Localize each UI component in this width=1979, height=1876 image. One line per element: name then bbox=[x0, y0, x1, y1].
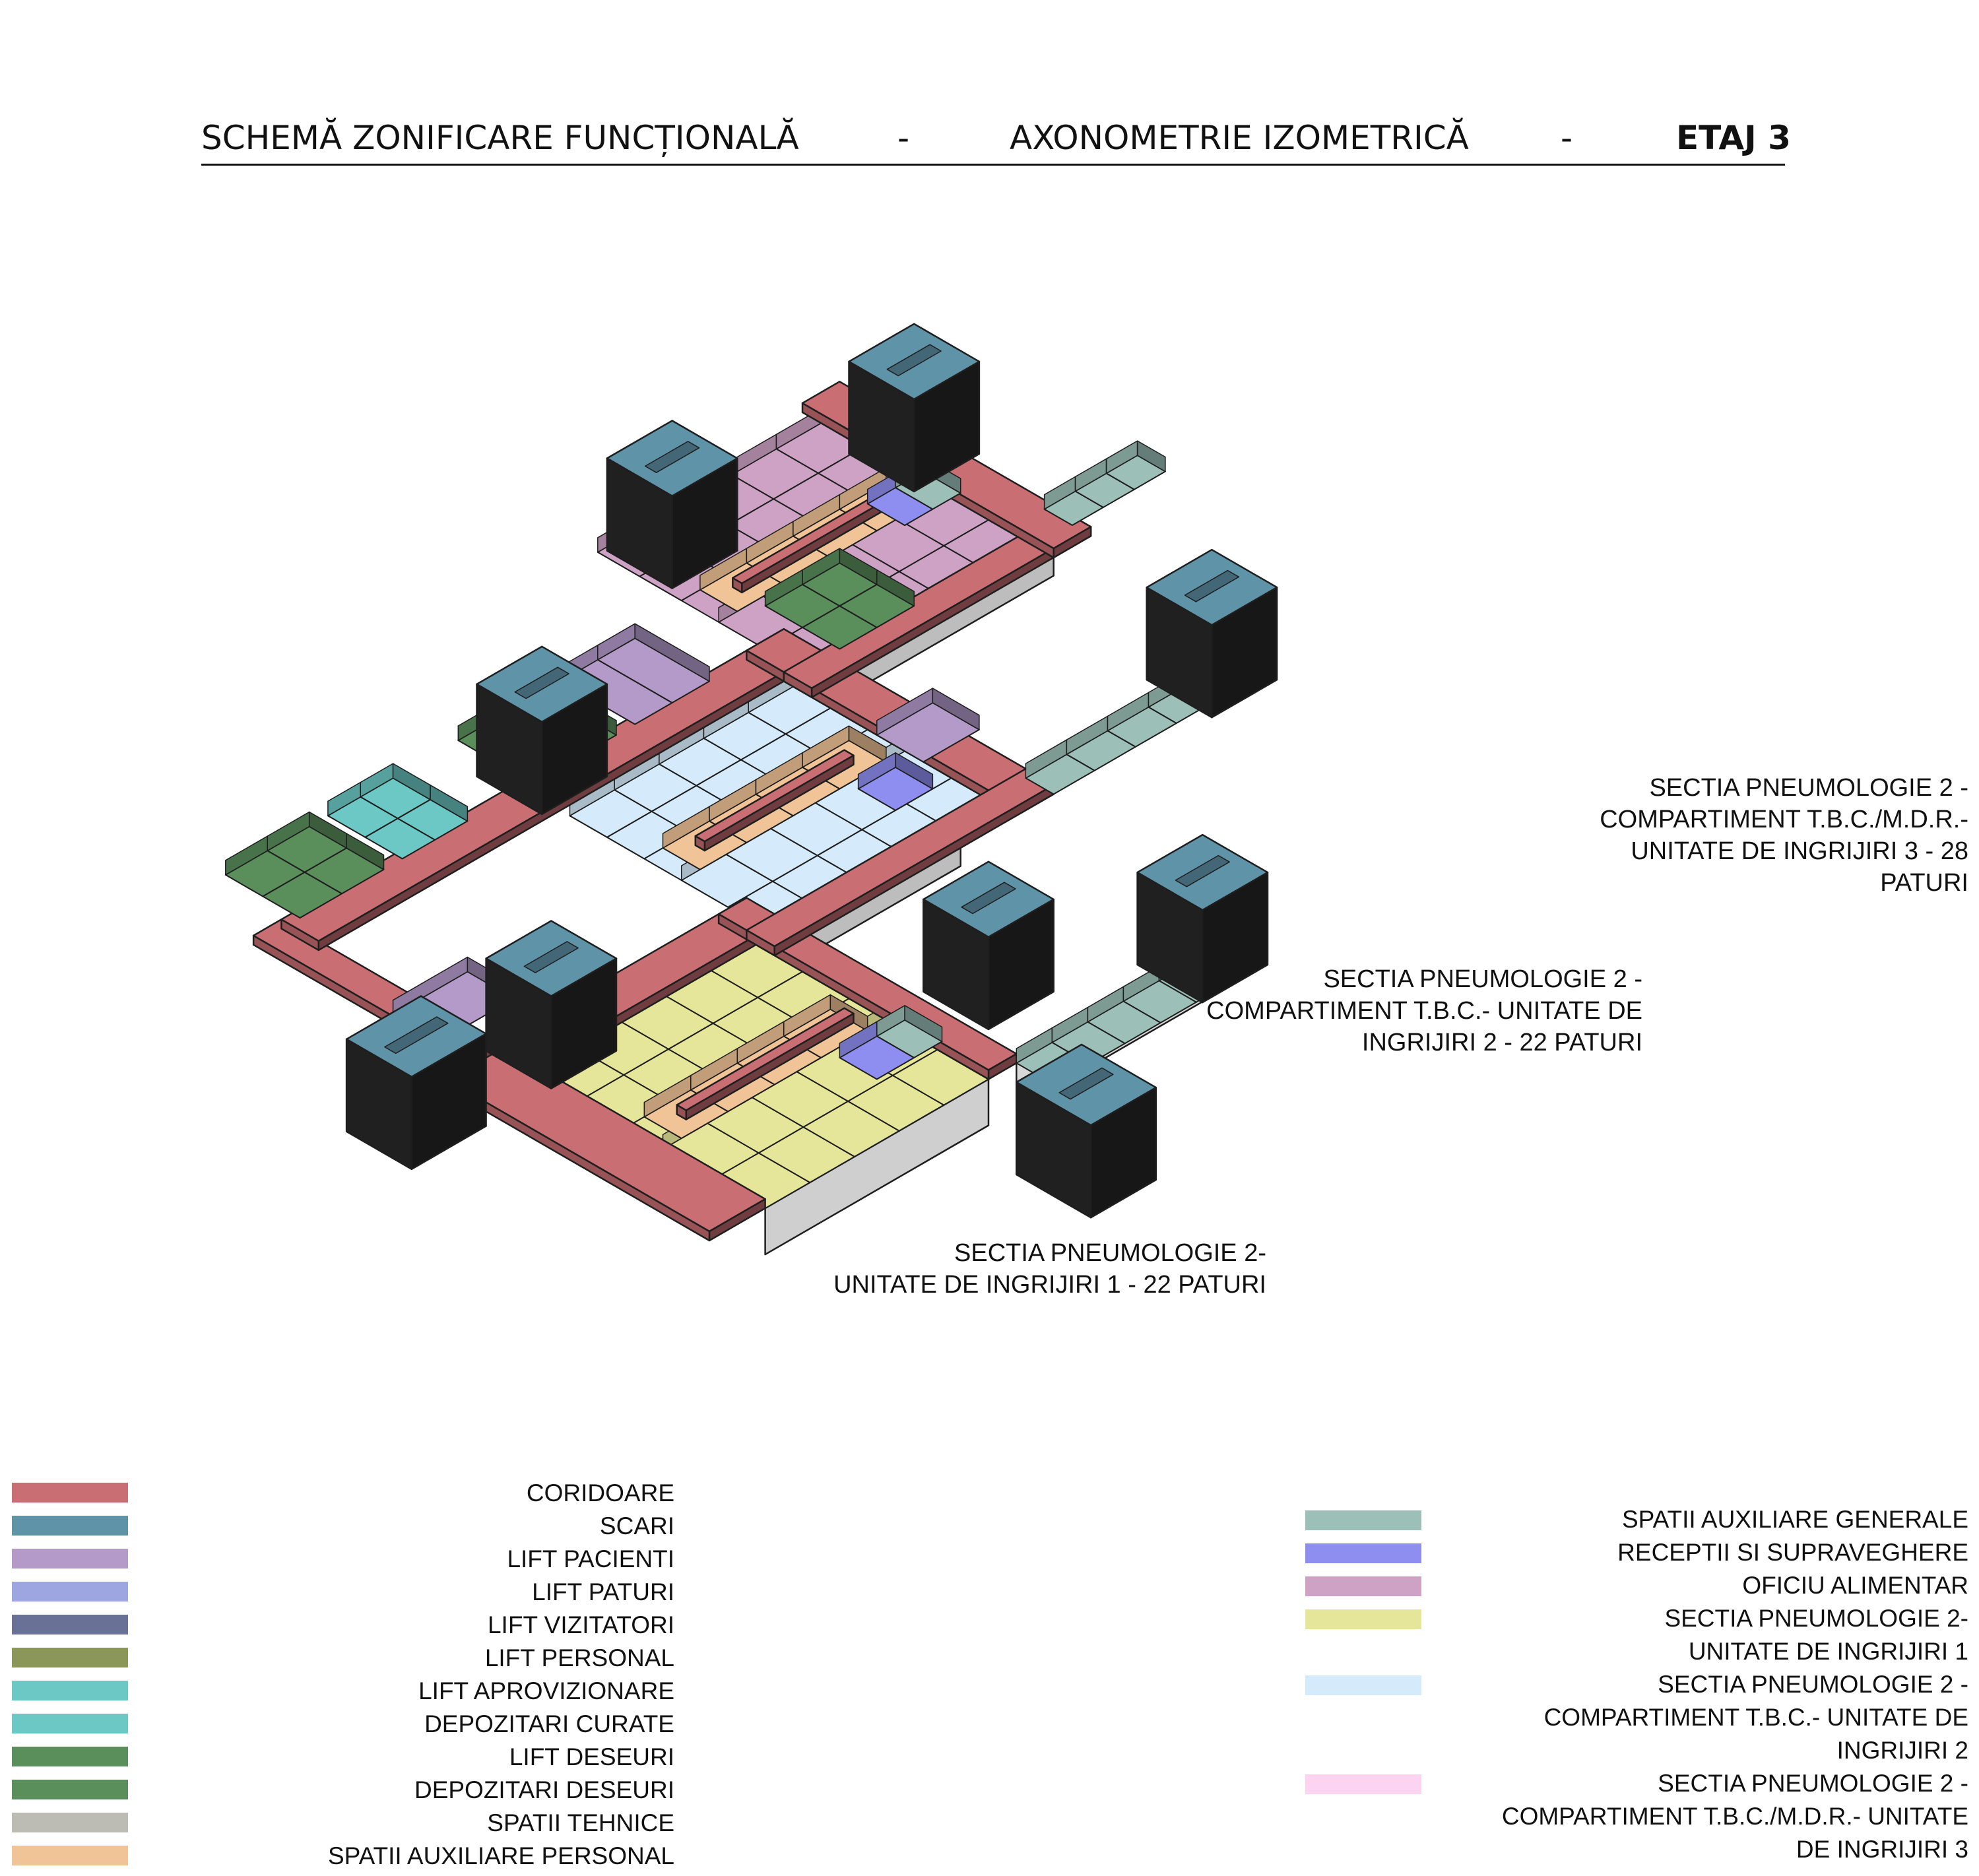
legend-swatch bbox=[12, 1747, 128, 1766]
legend-label: COMPARTIMENT T.B.C.- UNITATE DE bbox=[1543, 1704, 1968, 1731]
legend-swatch bbox=[12, 1648, 128, 1667]
stair-tower-flight bbox=[384, 1016, 449, 1054]
general-aux-room-side-wall bbox=[904, 1005, 943, 1043]
stair-tower-flight bbox=[961, 882, 1016, 915]
legend-label: LIFT PERSONAL bbox=[484, 1644, 674, 1671]
floor-plan-axonometry bbox=[224, 323, 1278, 1256]
legend-label: SECTIA PNEUMOLOGIE 2 - bbox=[1658, 1671, 1968, 1698]
legend-label: SPATII TEHNICE bbox=[487, 1809, 674, 1836]
title-part-1: SCHEMĂ ZONIFICARE FUNCȚIONALĂ bbox=[201, 119, 799, 157]
legend-swatch bbox=[1305, 1774, 1421, 1794]
legend-label: DE INGRIJIRI 3 bbox=[1796, 1836, 1968, 1863]
staff-aux-room-side-wall bbox=[848, 725, 887, 763]
legend-label: UNITATE DE INGRIJIRI 1 bbox=[1688, 1638, 1968, 1665]
title-separator-1: - bbox=[897, 119, 910, 157]
patient-lift-room-side-wall bbox=[634, 623, 710, 682]
stair-tower-flight bbox=[886, 344, 942, 377]
stair-tower-flight bbox=[1184, 569, 1240, 602]
legend-label: OFICIU ALIMENTAR bbox=[1742, 1572, 1968, 1599]
legend-label: COMPARTIMENT T.B.C./M.D.R.- UNITATE bbox=[1501, 1803, 1968, 1830]
legend-label: SECTIA PNEUMOLOGIE 2 - bbox=[1658, 1770, 1968, 1797]
legend-swatch bbox=[12, 1813, 128, 1832]
clean-storage-room-side-wall bbox=[392, 763, 431, 800]
waste-room-side-wall bbox=[308, 811, 347, 849]
legend-swatch bbox=[1305, 1510, 1421, 1530]
waste-room-side-wall bbox=[839, 548, 878, 585]
legend-label: RECEPTII SI SUPRAVEGHERE bbox=[1617, 1539, 1968, 1566]
stair-tower-flight bbox=[1175, 855, 1230, 888]
legend-swatch bbox=[1305, 1675, 1421, 1695]
stair-tower-flight bbox=[523, 941, 579, 973]
reception-room-side-wall bbox=[895, 752, 934, 790]
technical-room-side-wall bbox=[1136, 440, 1166, 472]
legend-label: SCARI bbox=[599, 1512, 674, 1539]
legend-label: LIFT PATURI bbox=[532, 1578, 674, 1605]
title-separator-2: - bbox=[1561, 119, 1573, 157]
legend-label: LIFT APROVIZIONARE bbox=[418, 1677, 674, 1704]
drawing-title: SCHEMĂ ZONIFICARE FUNCȚIONALĂ - AXONOMET… bbox=[201, 119, 1791, 165]
legend-label: DEPOZITARI DESEURI bbox=[414, 1776, 674, 1803]
legend-swatch bbox=[12, 1582, 128, 1601]
legend-label: SPATII AUXILIARE PERSONAL bbox=[327, 1842, 674, 1869]
stair-tower-flight bbox=[1058, 1067, 1114, 1100]
legend-swatch bbox=[1305, 1609, 1421, 1629]
legend-swatch bbox=[12, 1681, 128, 1700]
legend-swatch bbox=[12, 1516, 128, 1536]
title-part-2: AXONOMETRIE IZOMETRICĂ bbox=[1010, 119, 1469, 157]
legend-swatch bbox=[12, 1615, 128, 1634]
legend-label: LIFT VIZITATORI bbox=[487, 1611, 674, 1638]
title-underline bbox=[201, 164, 1785, 166]
title-part-3: ETAJ 3 bbox=[1676, 119, 1791, 157]
corridor-top bbox=[694, 749, 855, 843]
section-label-unit-2: SECTIA PNEUMOLOGIE 2 - COMPARTIMENT T.B.… bbox=[1206, 965, 1642, 1056]
legend-swatch bbox=[12, 1714, 128, 1733]
legend-swatch bbox=[12, 1846, 128, 1865]
section-label-unit-3: SECTIA PNEUMOLOGIE 2 - COMPARTIMENT T.B.… bbox=[1600, 774, 1968, 897]
legend-label: SPATII AUXILIARE GENERALE bbox=[1621, 1506, 1968, 1533]
legend-swatch bbox=[1305, 1576, 1421, 1596]
legend-swatch bbox=[12, 1549, 128, 1569]
legend-swatch bbox=[12, 1483, 128, 1503]
corridor-top bbox=[676, 1007, 855, 1111]
stair-tower-flight bbox=[644, 441, 700, 473]
legend-label: INGRIJIRI 2 bbox=[1836, 1737, 1968, 1764]
legend-label: LIFT DESEURI bbox=[509, 1743, 674, 1770]
stair-tower-flight bbox=[514, 666, 569, 699]
legend-label: CORIDOARE bbox=[526, 1479, 674, 1506]
patient-lift-hall-side-wall bbox=[932, 688, 980, 730]
legend-swatch bbox=[1305, 1543, 1421, 1563]
legend-swatch bbox=[12, 1780, 128, 1799]
legend-label: SECTIA PNEUMOLOGIE 2- bbox=[1664, 1605, 1968, 1632]
section-label-unit-1: SECTIA PNEUMOLOGIE 2- UNITATE DE INGRIJI… bbox=[833, 1239, 1266, 1299]
legend-label: LIFT PACIENTI bbox=[507, 1545, 674, 1572]
legend-label: DEPOZITARI CURATE bbox=[424, 1710, 674, 1737]
